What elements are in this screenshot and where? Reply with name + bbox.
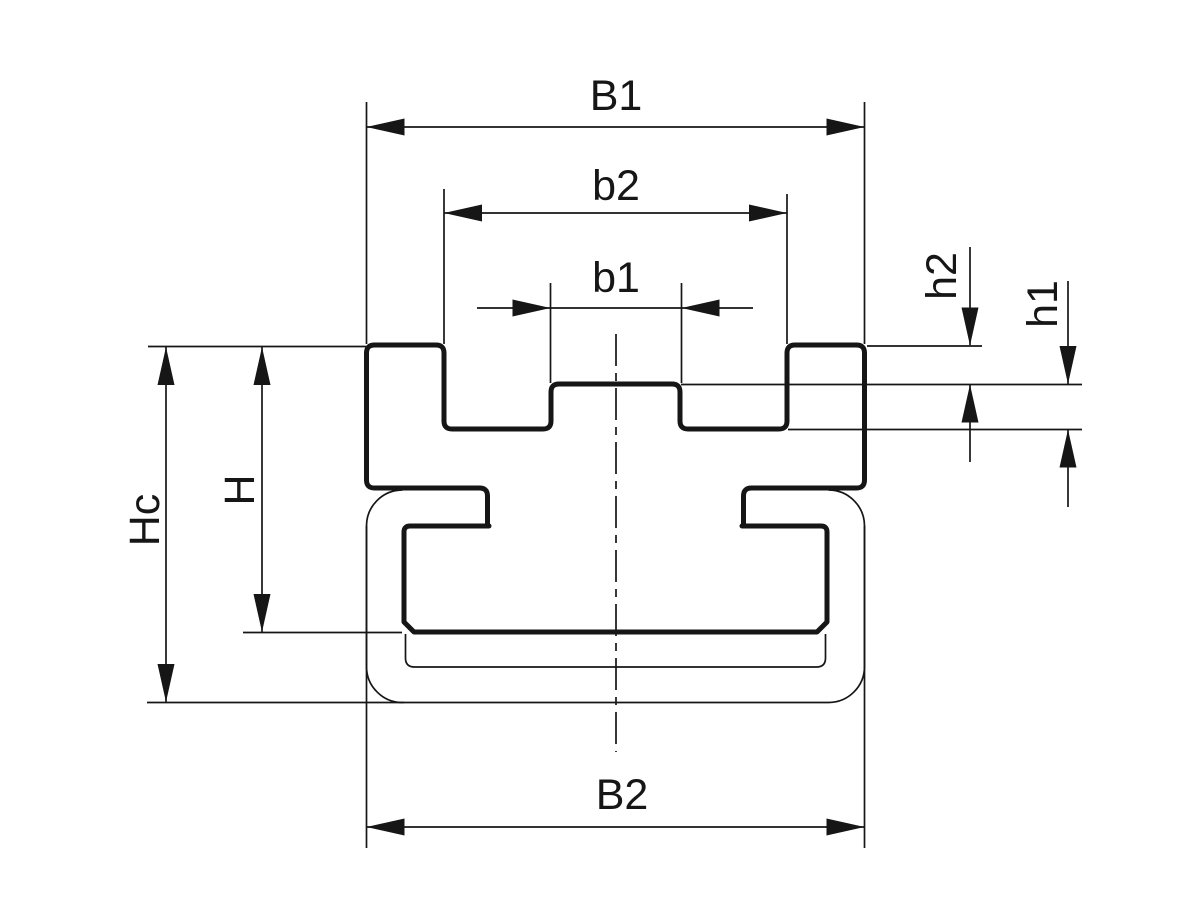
arrow-b1-left	[512, 299, 551, 317]
arrow-B2-left	[366, 818, 405, 836]
arrow-Hc-bottom	[157, 664, 175, 702]
arrow-B2-right	[826, 818, 865, 836]
sheet-bottom-contour	[404, 634, 827, 668]
extension-lines	[147, 102, 1082, 848]
dim-label-h2: h2	[918, 252, 966, 300]
arrow-h1-top	[1059, 346, 1077, 384]
dim-label-B1: B1	[590, 72, 643, 120]
dim-label-H: H	[216, 474, 264, 505]
arrow-B1-right	[826, 118, 865, 136]
arrow-b1-right	[681, 299, 720, 317]
arrow-Hc-top	[157, 347, 175, 385]
dimension-lines	[165, 126, 1069, 828]
arrow-h2-top	[961, 307, 979, 346]
dim-label-b1: b1	[592, 254, 640, 302]
c-channel-outline	[401, 523, 830, 635]
outer-shell-contour	[365, 489, 866, 704]
dimension-arrowheads	[157, 118, 1077, 836]
arrow-H-bottom	[253, 594, 271, 632]
guide-profile-outline	[364, 342, 867, 529]
arrow-b2-left	[444, 204, 482, 222]
dimension-labels: B1 b2 b1 B2 Hc H h2 h1	[121, 72, 1067, 819]
arrow-H-top	[253, 347, 271, 385]
arrow-h1-bottom	[1059, 429, 1077, 468]
dim-label-Hc: Hc	[121, 494, 169, 547]
dim-label-h1: h1	[1019, 280, 1067, 328]
arrow-b2-right	[749, 204, 787, 222]
arrow-h2-bottom	[961, 384, 979, 423]
dim-label-b2: b2	[592, 162, 640, 210]
dim-label-B2: B2	[596, 771, 649, 819]
thick-part-outlines	[364, 342, 867, 635]
thin-part-contours	[365, 489, 866, 704]
arrow-B1-left	[366, 118, 405, 136]
